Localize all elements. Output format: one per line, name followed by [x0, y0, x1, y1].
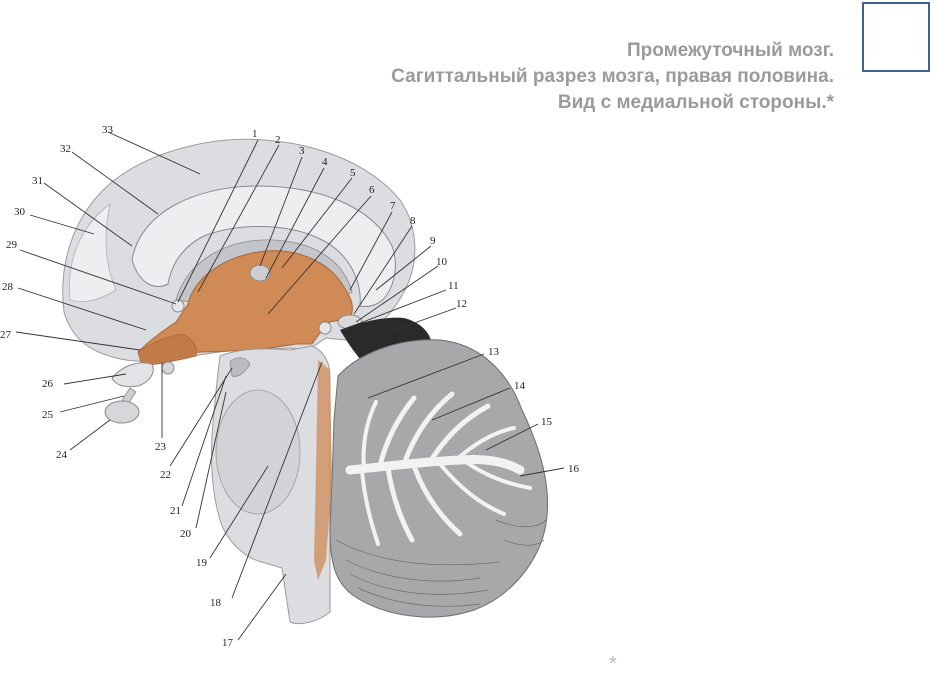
hypothalamus: [137, 333, 197, 367]
label-3: 3: [299, 145, 305, 157]
label-19: 19: [196, 557, 208, 569]
label-21: 21: [170, 505, 181, 517]
label-2: 2: [275, 134, 281, 146]
label-26: 26: [42, 378, 54, 390]
label-1: 1: [252, 128, 258, 140]
hypophysis: [104, 400, 140, 424]
corner-box[interactable]: [862, 2, 930, 72]
cerebellum: [329, 339, 549, 618]
posterior-commissure: [318, 321, 332, 335]
interthalamic-adhesion: [249, 264, 271, 282]
cerebellar-folia: [335, 519, 547, 607]
figure-title: Промежуточный мозг. Сагиттальный разрез …: [391, 38, 834, 116]
label-23: 23: [155, 441, 167, 453]
oculomotor-nerve: [229, 357, 251, 377]
label-4: 4: [322, 156, 328, 168]
frontal-gyrus: [68, 203, 117, 302]
mamillary-body: [161, 361, 175, 375]
number-labels: 1 2 3 4 5 6 7 8 9 10 11 12 13 14 15 16 1…: [0, 124, 580, 649]
label-11: 11: [448, 280, 459, 292]
label-27: 27: [0, 329, 12, 341]
arbor-vitae: [345, 391, 532, 546]
label-32: 32: [60, 143, 71, 155]
label-22: 22: [160, 469, 171, 481]
label-15: 15: [541, 416, 553, 428]
pons: [215, 389, 301, 515]
label-10: 10: [436, 256, 448, 268]
label-6: 6: [369, 184, 375, 196]
label-25: 25: [42, 409, 54, 421]
label-29: 29: [6, 239, 18, 251]
optic-chiasm: [111, 362, 154, 388]
brainstem-tegmentum-strip: [314, 360, 332, 580]
label-30: 30: [14, 206, 26, 218]
title-line-3: Вид с медиальной стороны.*: [557, 92, 834, 113]
label-12: 12: [456, 298, 467, 310]
anterior-commissure: [171, 299, 185, 313]
title-line-2: Сагиттальный разрез мозга, правая полови…: [391, 66, 834, 87]
title-line-1: Промежуточный мозг.: [626, 40, 834, 61]
label-14: 14: [514, 380, 526, 392]
label-28: 28: [2, 281, 14, 293]
label-9: 9: [430, 235, 436, 247]
label-8: 8: [410, 215, 416, 227]
label-16: 16: [568, 463, 580, 475]
label-18: 18: [210, 597, 222, 609]
label-17: 17: [222, 637, 234, 649]
label-24: 24: [56, 449, 68, 461]
corpus-callosum: [131, 185, 396, 307]
label-20: 20: [180, 528, 192, 540]
label-13: 13: [488, 346, 500, 358]
label-5: 5: [350, 167, 356, 179]
label-7: 7: [390, 200, 396, 212]
label-33: 33: [102, 124, 114, 136]
leader-lines: [15, 131, 565, 641]
label-31: 31: [32, 175, 43, 187]
footnote-marker: *: [609, 653, 617, 675]
